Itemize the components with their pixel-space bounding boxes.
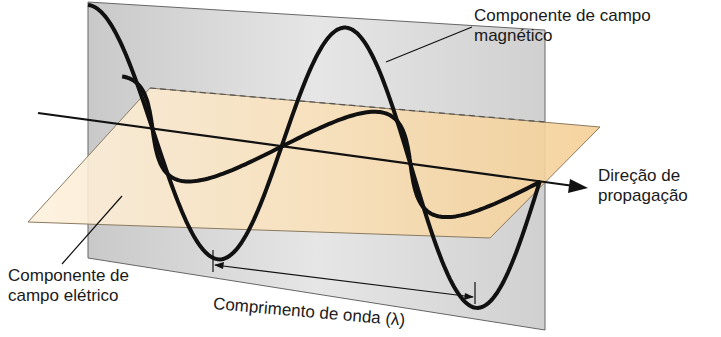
leader-line (386, 27, 472, 62)
axis-arrowhead (568, 179, 588, 193)
horizontal-plane (28, 88, 600, 238)
direction-label: Direção de propagação (598, 166, 716, 206)
field-label: Componente de campo elétrico (8, 266, 168, 306)
dimension-arrowhead (464, 293, 474, 300)
dimension-tick (474, 282, 475, 304)
magnetic-wave (88, 5, 540, 308)
dimension-arrowhead (214, 262, 224, 269)
electric-wave (122, 77, 540, 218)
dimension-tick (212, 250, 213, 272)
leader-line (62, 196, 122, 264)
field-label: Componente de campo magnético (474, 6, 664, 46)
dimension-line (215, 265, 473, 297)
propagation-axis (38, 113, 574, 186)
